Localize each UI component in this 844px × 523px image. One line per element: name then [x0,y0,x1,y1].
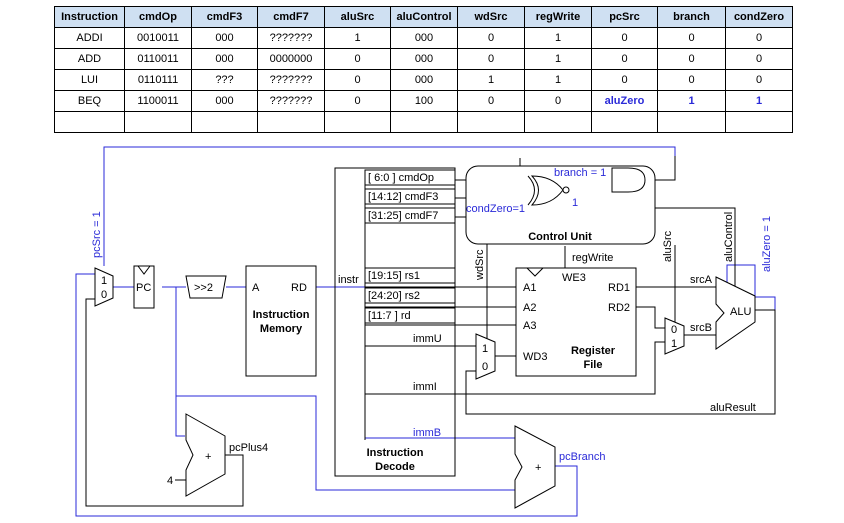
aluzero-label: aluZero = 1 [761,216,773,272]
rf-title-2: File [584,359,603,371]
immI-label: immI [413,381,437,393]
imem-rd: RD [291,282,307,294]
decode-field-4: [24:20] rs2 [368,290,420,302]
table-header-6: wdSrc [457,6,525,28]
imem-title-2: Memory [260,323,303,335]
immU-label: immU [413,333,442,345]
control-unit [465,165,656,245]
branch-label: branch = 1 [554,167,606,179]
pc-register [133,265,155,309]
pcplus4-adder [185,413,226,497]
imem-title: Instruction [253,309,310,321]
table-header-10: condZero [725,6,793,28]
pc-mux-in0: 0 [101,289,107,301]
rf-rd2: RD2 [608,302,630,314]
shift-block [185,275,227,299]
decode-field-5: [11:7 ] rd [368,310,411,322]
alu [715,276,756,350]
condzero-label: condZero=1 [466,203,525,215]
srcb-label: srcB [690,322,712,334]
table-cell: aluZero [591,90,658,112]
table-row [54,111,793,133]
immB-label: immB [413,427,441,439]
alu-mux-in1: 1 [671,338,677,350]
control-unit-title: Control Unit [528,231,592,243]
srca-label: srcA [690,274,713,286]
pc-mux [94,267,114,307]
instruction-memory [245,265,317,377]
alusrc-label: aluSrc [662,230,674,262]
decode-title-2: Decode [375,461,415,473]
pcbranch-label: pcBranch [559,451,605,463]
shift-label: >>2 [194,282,213,294]
table-cell: 0010011 [124,27,192,49]
alucontrol-label: aluControl [723,212,735,262]
table-header-9: branch [657,6,726,28]
pc-label: PC [136,282,151,294]
decode-fields [364,169,456,324]
pcplus4-label: pcPlus4 [229,442,268,454]
decode-field-3: [19:15] rs1 [368,270,420,282]
wd-mux-in1: 1 [482,343,488,355]
register-file [515,267,637,377]
table-cell: 000 [390,48,458,70]
wd-mux-in0: 0 [482,361,488,373]
alu-label: ALU [730,306,751,318]
adder-plus: + [205,451,211,463]
rf-wd3: WD3 [523,351,547,363]
decode-field-2: [31:25] cmdF7 [368,210,438,222]
pc-mux-in1: 1 [101,275,107,287]
rf-a3: A3 [523,320,536,332]
decode-field-0: [ 6:0 ] cmdOp [368,172,434,184]
rf-we3: WE3 [562,272,586,284]
rf-a1: A1 [523,282,536,294]
table-cell: 0000000 [257,48,325,70]
table-header-8: pcSrc [591,6,658,28]
alu-mux-in0: 0 [671,324,677,336]
regwrite-label: regWrite [572,252,613,264]
decode-title: Instruction [367,447,424,459]
wd-mux [475,333,496,380]
table-header-4: aluSrc [324,6,391,28]
decode-field-1: [14:12] cmdF3 [368,191,438,203]
xor-out-label: 1 [572,197,578,209]
alu-src-mux [664,317,685,355]
const-four: 4 [167,475,173,487]
imem-a: A [252,282,260,294]
xnor-gate [530,175,564,206]
table-header-1: cmdOp [124,6,192,28]
table-header-2: cmdF3 [191,6,258,28]
table-cell: 000 [191,27,258,49]
table-header-0: Instruction [54,6,125,28]
and-gate [611,167,646,193]
table-cell: BEQ [54,90,125,112]
table-cell: 000 [390,27,458,49]
table-header-5: aluControl [390,6,458,28]
aluresult-label: aluResult [710,402,756,414]
rf-title: Register [571,345,616,357]
rf-rd1: RD1 [608,282,630,294]
table-cell [725,111,793,133]
rf-a2: A2 [523,302,536,314]
table-cell: LUI [54,69,125,91]
pcbranch-adder [514,425,556,509]
wdsrc-label: wdSrc [474,249,486,281]
table-cell: 100 [390,90,458,112]
branch-adder-plus: + [535,462,541,474]
pcsrc-label: pcSrc = 1 [91,211,103,258]
instr-label: instr [338,274,359,286]
